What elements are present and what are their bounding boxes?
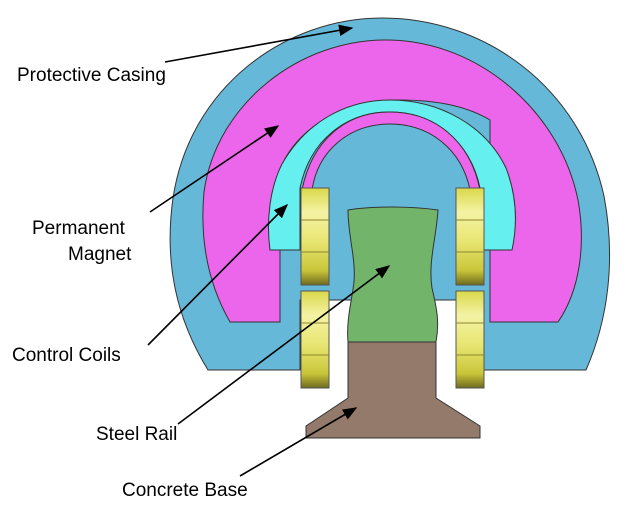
steel-rail: [347, 206, 439, 343]
label-concrete-base: Concrete Base: [122, 480, 248, 501]
concrete-base: [305, 341, 481, 439]
control-coil-left-upper: [300, 187, 330, 286]
control-coil-right-lower: [455, 290, 485, 389]
control-coil-left-lower: [300, 290, 330, 389]
leader-permanent-magnet: [149, 125, 280, 213]
label-control-coils: Control Coils: [12, 345, 121, 366]
label-steel-rail: Steel Rail: [96, 424, 177, 445]
control-coil-right-upper: [455, 187, 485, 286]
leader-protective-casing: [164, 24, 354, 63]
label-permanent-magnet-line2: Magnet: [68, 244, 132, 265]
leader-steel-rail: [177, 265, 391, 425]
label-protective-casing: Protective Casing: [17, 65, 166, 86]
leader-control-coils: [147, 203, 289, 346]
label-permanent-magnet-line1: Permanent: [32, 218, 126, 239]
leader-concrete-base: [239, 407, 358, 477]
